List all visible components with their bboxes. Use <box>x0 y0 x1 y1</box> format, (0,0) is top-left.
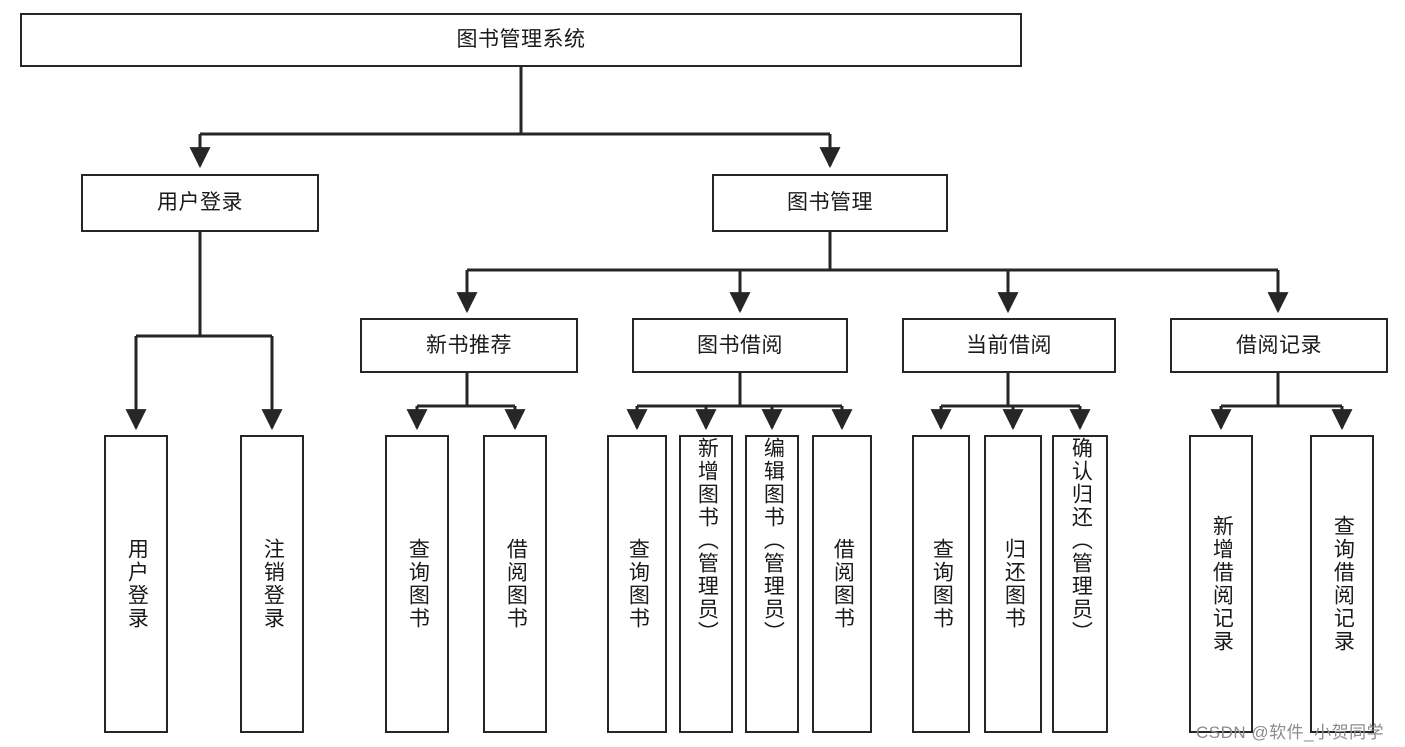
leaf-borrow-book[interactable]: 借阅图书 <box>812 435 872 733</box>
leaf-query-book-borrow-label: 查询图书 <box>626 538 650 630</box>
leaf-logout[interactable]: 注销登录 <box>240 435 304 733</box>
node-borrow-record[interactable]: 借阅记录 <box>1170 318 1388 373</box>
node-root-label: 图书管理系统 <box>456 28 586 52</box>
leaf-query-book-borrow[interactable]: 查询图书 <box>607 435 667 733</box>
node-user-login-label: 用户登录 <box>157 191 243 215</box>
leaf-query-book-new[interactable]: 查询图书 <box>385 435 449 733</box>
node-current-borrow-label: 当前借阅 <box>966 333 1052 357</box>
leaf-query-borrow-record[interactable]: 查询借阅记录 <box>1310 435 1374 733</box>
leaf-add-book-admin[interactable]: 新增图书（管理员） <box>679 435 733 733</box>
node-user-login[interactable]: 用户登录 <box>81 174 319 232</box>
node-new-book-recommend[interactable]: 新书推荐 <box>360 318 578 373</box>
leaf-confirm-return-admin[interactable]: 确认归还（管理员） <box>1052 435 1108 733</box>
leaf-query-borrow-record-label: 查询借阅记录 <box>1331 515 1355 653</box>
leaf-borrow-book-new-label: 借阅图书 <box>504 538 528 630</box>
node-book-borrow-label: 图书借阅 <box>697 333 783 357</box>
node-book-management[interactable]: 图书管理 <box>712 174 948 232</box>
leaf-edit-book-admin[interactable]: 编辑图书（管理员） <box>745 435 799 733</box>
leaf-logout-label: 注销登录 <box>261 538 285 630</box>
node-new-book-recommend-label: 新书推荐 <box>426 333 512 357</box>
node-root[interactable]: 图书管理系统 <box>20 13 1022 67</box>
leaf-user-login[interactable]: 用户登录 <box>104 435 168 733</box>
leaf-add-book-admin-label: 新增图书（管理员） <box>695 437 719 644</box>
node-book-management-label: 图书管理 <box>787 191 873 215</box>
node-current-borrow[interactable]: 当前借阅 <box>902 318 1116 373</box>
node-book-borrow[interactable]: 图书借阅 <box>632 318 848 373</box>
node-borrow-record-label: 借阅记录 <box>1236 333 1322 357</box>
leaf-edit-book-admin-label: 编辑图书（管理员） <box>761 437 785 644</box>
leaf-query-book-current[interactable]: 查询图书 <box>912 435 970 733</box>
leaf-borrow-book-new[interactable]: 借阅图书 <box>483 435 547 733</box>
leaf-borrow-book-label: 借阅图书 <box>831 538 855 630</box>
leaf-query-book-current-label: 查询图书 <box>930 538 954 630</box>
leaf-query-book-new-label: 查询图书 <box>406 538 430 630</box>
leaf-confirm-return-admin-label: 确认归还（管理员） <box>1069 437 1093 644</box>
leaf-add-borrow-record-label: 新增借阅记录 <box>1210 515 1234 653</box>
leaf-return-book[interactable]: 归还图书 <box>984 435 1042 733</box>
leaf-user-login-label: 用户登录 <box>125 538 149 630</box>
leaf-return-book-label: 归还图书 <box>1002 538 1026 630</box>
leaf-add-borrow-record[interactable]: 新增借阅记录 <box>1189 435 1253 733</box>
